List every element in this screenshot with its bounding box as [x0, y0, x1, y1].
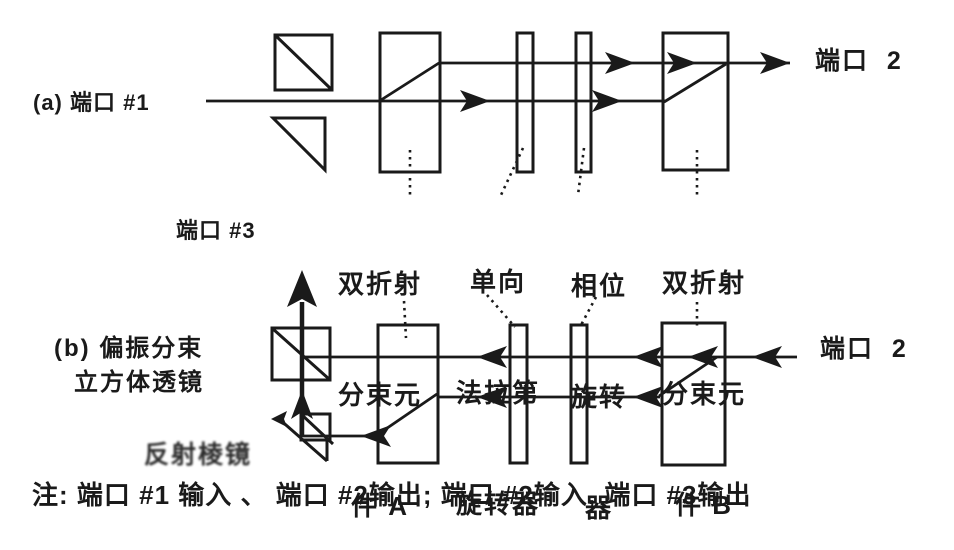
arrow-right-icon — [667, 52, 697, 74]
figure-note: 注: 端口 #1 输入 、 端口 #2输出; 端口 #2输入, 端口 #3输出 — [32, 480, 752, 510]
faraday-rotator-top — [515, 31, 535, 174]
birefringent-element-b-bottom — [660, 321, 727, 467]
arrow-right-icon — [592, 90, 622, 112]
part-a-port2-output-label: 端口 2 — [815, 47, 903, 75]
arrow-up-icon — [291, 390, 313, 419]
label-line: 件 B — [674, 490, 734, 520]
port3-label: 端口 #3 — [176, 218, 256, 243]
polarization-cube-diagonal — [272, 327, 330, 381]
arrow-left-icon — [688, 346, 718, 368]
component-label-birefringent-b: 双折射 分束元 件 B — [662, 191, 746, 550]
part-b-port2-input-label: 端口 2 — [820, 335, 908, 363]
label-line: 法拉第 — [455, 378, 541, 408]
part-b-label-line2: 立方体透镜 — [74, 369, 204, 396]
reflection-prism-diagonal — [300, 413, 335, 446]
label-line: 双折射 — [661, 268, 747, 298]
part-a-port1-label: (a) 端口 #1 — [33, 90, 150, 115]
beam-splitter-cube-a — [273, 33, 334, 92]
label-line: 分束元 — [337, 380, 423, 410]
label-line: 相位 — [570, 271, 628, 301]
component-label-birefringent-a: 双折射 分束元 件 A — [338, 192, 422, 550]
phase-rotator-top — [574, 31, 593, 174]
arrow-up-icon — [287, 270, 317, 307]
arrow-left-icon — [361, 425, 391, 447]
arrow-left-icon — [477, 386, 507, 408]
beam-a-merge-diagonal-B — [663, 62, 727, 104]
beam-a-split-diagonal-A — [380, 61, 440, 102]
label-line: 件 A — [350, 491, 410, 521]
arrow-left-icon — [633, 346, 663, 368]
part-b-label-line1: (b) 偏振分束 — [54, 335, 204, 362]
leader-a-phase — [576, 147, 586, 196]
label-line: 分束元 — [661, 379, 747, 409]
birefringent-element-a-bottom — [376, 323, 440, 465]
leader-a-faraday — [499, 147, 525, 196]
prism-tip-mark — [271, 411, 287, 427]
component-label-faraday: 单向 法拉第 旋转器 — [456, 190, 540, 550]
prism-a — [269, 116, 327, 174]
arrow-right-icon — [760, 52, 790, 74]
label-line: 单向 — [469, 267, 527, 297]
label-line: 旋转 — [570, 382, 628, 412]
arrow-right-icon — [605, 52, 635, 74]
leader-b-phase — [578, 296, 598, 328]
arrow-left-icon — [633, 386, 663, 408]
beam-splitter-cube-a-diagonal — [274, 34, 333, 91]
arrow-left-icon — [477, 346, 507, 368]
polarization-beam-splitter-cube — [270, 326, 332, 382]
reflection-prism-square — [299, 412, 332, 442]
leader-b-faraday — [486, 294, 516, 328]
component-label-phase: 相位 旋转 器 — [571, 194, 627, 550]
phase-rotator-bottom — [569, 323, 589, 465]
faraday-rotator-bottom — [508, 323, 529, 465]
arrow-right-icon — [460, 90, 490, 112]
reflection-prism-label: 反射棱镜 — [144, 441, 253, 469]
label-line: 旋转器 — [455, 489, 541, 519]
label-line: 器 — [584, 493, 614, 523]
birefringent-element-b-top — [661, 31, 730, 172]
arrow-left-icon — [752, 346, 782, 368]
label-line: 双折射 — [337, 269, 423, 299]
